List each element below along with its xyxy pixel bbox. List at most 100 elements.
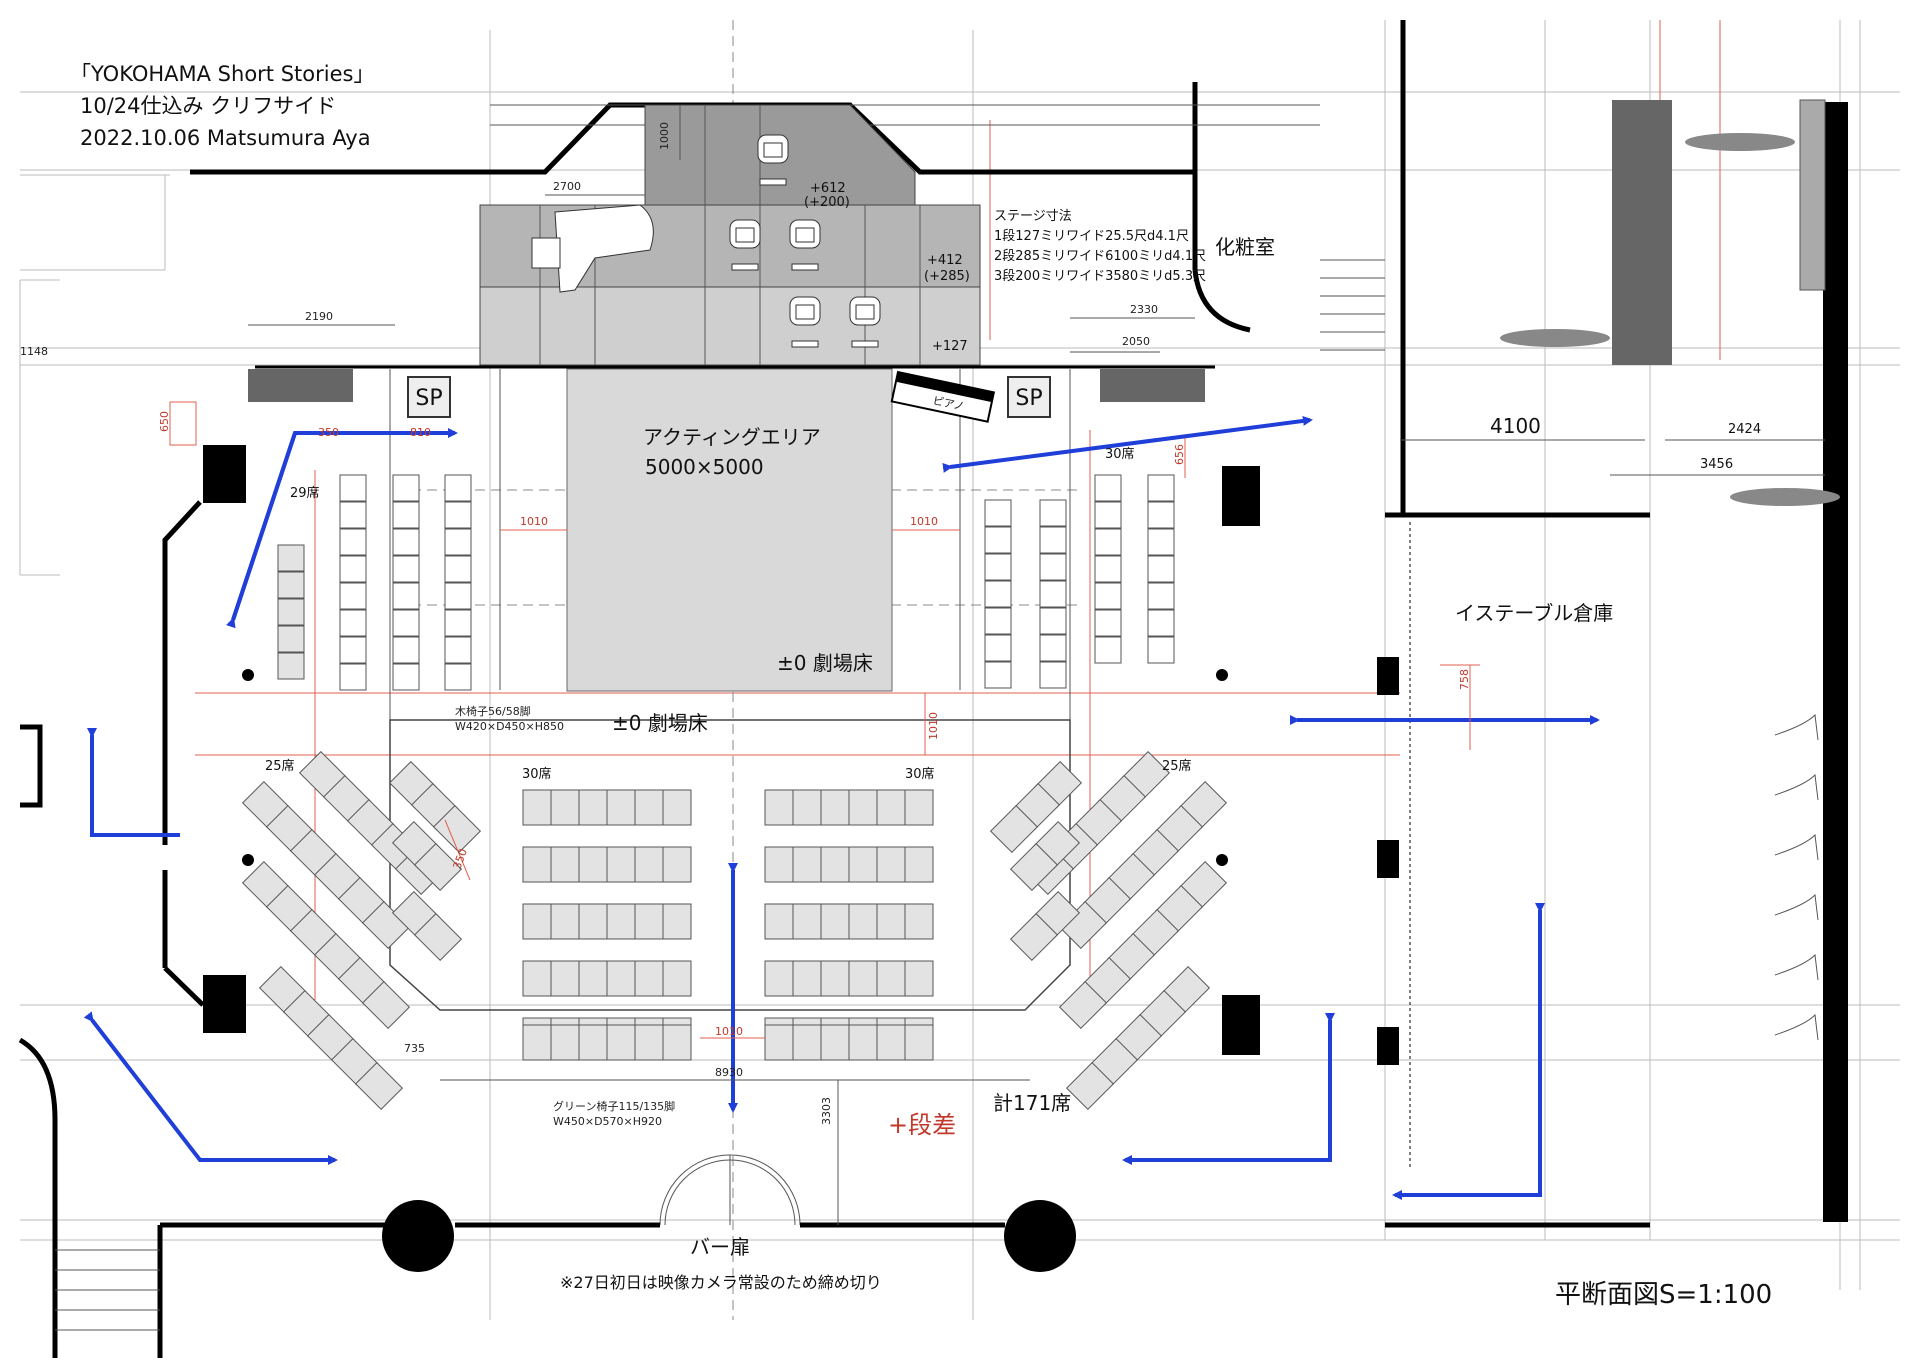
seat bbox=[1039, 553, 1067, 581]
seat bbox=[1147, 609, 1175, 637]
arrow-upper-left-down bbox=[226, 432, 297, 629]
seat-count-30-right: 30席 bbox=[1105, 446, 1135, 462]
seat bbox=[578, 789, 608, 826]
bar-door-label: バー扉 bbox=[690, 1235, 750, 1259]
seat bbox=[1147, 555, 1175, 583]
dim-2700: 2700 bbox=[553, 180, 581, 193]
seat bbox=[339, 636, 367, 664]
stage-dims-title: ステージ寸法 bbox=[994, 209, 1072, 224]
dim-1010-right: 1010 bbox=[910, 515, 938, 528]
seat-count-25-right: 25席 bbox=[1162, 758, 1192, 774]
title-line-2: 10/24仕込み クリフサイド bbox=[80, 94, 336, 118]
seat bbox=[1094, 474, 1122, 502]
seat bbox=[876, 960, 906, 997]
seat bbox=[1039, 499, 1067, 527]
floor-main-label: ±0 劇場床 bbox=[612, 711, 708, 735]
seat bbox=[339, 528, 367, 556]
seat bbox=[550, 789, 580, 826]
seat bbox=[876, 903, 906, 940]
seat bbox=[522, 1024, 552, 1061]
seat bbox=[848, 789, 878, 826]
seat bbox=[392, 474, 420, 502]
stage-dims-3: 3段200ミリワイド3580ミリd5.3尺 bbox=[994, 269, 1206, 284]
seat bbox=[792, 903, 822, 940]
seat bbox=[444, 636, 472, 664]
seat bbox=[392, 609, 420, 637]
seat bbox=[550, 960, 580, 997]
seat bbox=[876, 1024, 906, 1061]
seat bbox=[1147, 636, 1175, 664]
seat-count-29: 29席 bbox=[290, 485, 320, 501]
seat bbox=[1094, 582, 1122, 610]
dim-8930: 8930 bbox=[715, 1066, 743, 1079]
stage-dims-1: 1段127ミリワイド25.5尺d4.1尺 bbox=[994, 229, 1189, 244]
seat bbox=[848, 903, 878, 940]
dim-758: 758 bbox=[1458, 669, 1471, 690]
seat-count-30-center-left: 30席 bbox=[522, 766, 552, 782]
grand-piano bbox=[531, 204, 654, 293]
seat bbox=[277, 625, 305, 653]
seat bbox=[522, 789, 552, 826]
seat bbox=[634, 1024, 664, 1061]
seat bbox=[444, 501, 472, 529]
seat bbox=[989, 804, 1039, 854]
seat bbox=[984, 661, 1012, 689]
seat bbox=[1147, 528, 1175, 556]
seat bbox=[606, 903, 636, 940]
arrow-storage-vertical bbox=[1392, 903, 1545, 1200]
dim-1010-left: 1010 bbox=[520, 515, 548, 528]
dim-650: 650 bbox=[158, 411, 171, 432]
seat bbox=[764, 846, 794, 883]
seat bbox=[1094, 636, 1122, 664]
dressing-room-label: 化粧室 bbox=[1215, 235, 1275, 259]
seat bbox=[277, 544, 305, 572]
seat bbox=[522, 903, 552, 940]
speaker-right-label: SP bbox=[1015, 386, 1042, 411]
seat bbox=[277, 571, 305, 599]
seat-count-30-center-right: 30席 bbox=[905, 766, 935, 782]
arrow-lower-right bbox=[1122, 1013, 1335, 1165]
stage-height-2b: (+285) bbox=[924, 269, 970, 284]
seat bbox=[792, 1024, 822, 1061]
dim-735: 735 bbox=[404, 1042, 425, 1055]
seat bbox=[662, 960, 692, 997]
seat bbox=[876, 789, 906, 826]
seat bbox=[392, 528, 420, 556]
seat bbox=[848, 846, 878, 883]
seat bbox=[354, 1061, 404, 1111]
seat bbox=[392, 582, 420, 610]
seat bbox=[1039, 526, 1067, 554]
seat bbox=[764, 903, 794, 940]
seat bbox=[764, 1024, 794, 1061]
seat bbox=[444, 663, 472, 691]
acting-area-size: 5000×5000 bbox=[645, 455, 764, 479]
seat bbox=[984, 526, 1012, 554]
seat bbox=[634, 960, 664, 997]
seat bbox=[413, 842, 463, 892]
dim-350-diag: 350 bbox=[451, 847, 470, 871]
seat bbox=[392, 663, 420, 691]
seat bbox=[606, 846, 636, 883]
title-line-3: 2022.10.06 Matsumura Aya bbox=[80, 126, 371, 150]
dim-4100: 4100 bbox=[1490, 414, 1541, 438]
dim-1148: 1148 bbox=[20, 345, 48, 358]
seat-layer bbox=[241, 474, 1228, 1111]
bar-door bbox=[455, 1154, 1005, 1228]
seat bbox=[634, 846, 664, 883]
arrow-stage-right bbox=[942, 415, 1313, 473]
left-wall bbox=[18, 500, 385, 1358]
seat bbox=[339, 474, 367, 502]
seat bbox=[392, 501, 420, 529]
dim-3456: 3456 bbox=[1700, 457, 1733, 472]
seat bbox=[606, 1024, 636, 1061]
stage-height-2: +412 bbox=[927, 253, 963, 268]
seat bbox=[1009, 842, 1059, 892]
seat bbox=[578, 903, 608, 940]
seat-count-total: 計171席 bbox=[993, 1091, 1071, 1115]
seat bbox=[1039, 661, 1067, 689]
green-chair-note-2: W450×D570×H920 bbox=[553, 1115, 662, 1128]
camera-note: ※27日初日は映像カメラ常設のため締め切り bbox=[560, 1273, 882, 1292]
wood-chair-note-2: W420×D450×H850 bbox=[455, 720, 564, 733]
black-dimension-lines bbox=[248, 105, 1825, 1225]
stage-height-1b: (+200) bbox=[804, 195, 850, 210]
